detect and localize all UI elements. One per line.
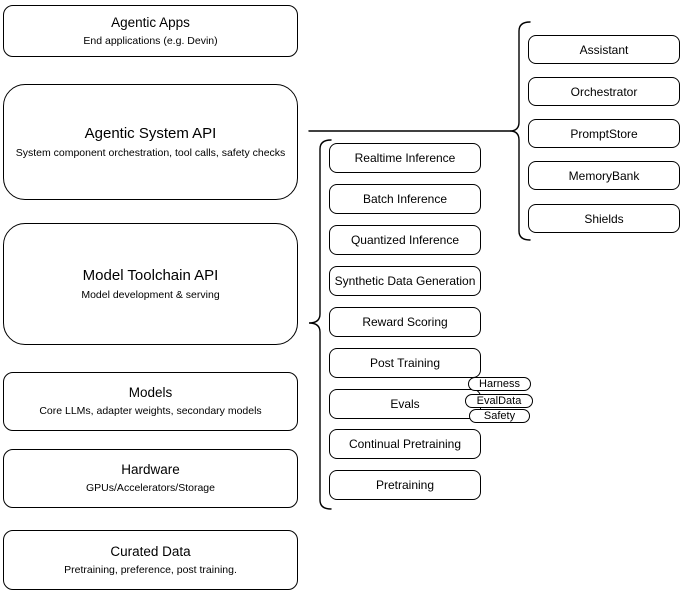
node-subtitle: System component orchestration, tool cal…	[15, 146, 286, 159]
node-subtitle: Pretraining, preference, post training.	[64, 563, 237, 576]
node-subtitle: Model development & serving	[81, 288, 220, 301]
node-hardware: Hardware GPUs/Accelerators/Storage	[3, 449, 298, 508]
node-title: Agentic Apps	[111, 14, 190, 30]
node-title: Hardware	[121, 462, 180, 477]
node-agentic-system-api: Agentic System API System component orch…	[3, 84, 298, 200]
node-pretraining: Pretraining	[329, 470, 481, 500]
node-batch-inference: Batch Inference	[329, 184, 481, 214]
tag-harness: Harness	[468, 377, 531, 391]
node-realtime-inference: Realtime Inference	[329, 143, 481, 173]
node-evals: Evals	[329, 389, 481, 419]
brace-right-column	[509, 21, 531, 241]
node-quantized-inference: Quantized Inference	[329, 225, 481, 255]
node-model-toolchain-api: Model Toolchain API Model development & …	[3, 223, 298, 345]
tag-safety: Safety	[469, 409, 530, 423]
node-title: Models	[128, 385, 173, 400]
node-curated-data: Curated Data Pretraining, preference, po…	[3, 530, 298, 590]
node-synthetic-data-generation: Synthetic Data Generation	[329, 266, 481, 296]
node-assistant: Assistant	[528, 35, 680, 64]
node-subtitle: GPUs/Accelerators/Storage	[86, 482, 215, 494]
node-continual-pretraining: Continual Pretraining	[329, 429, 481, 459]
node-title: Model Toolchain API	[82, 266, 219, 284]
node-shields: Shields	[528, 204, 680, 233]
node-models: Models Core LLMs, adapter weights, secon…	[3, 372, 298, 431]
node-agentic-apps: Agentic Apps End applications (e.g. Devi…	[3, 5, 298, 57]
node-orchestrator: Orchestrator	[528, 77, 680, 106]
brace-middle-column	[308, 139, 332, 510]
node-title: Agentic System API	[84, 124, 217, 142]
node-memorybank: MemoryBank	[528, 161, 680, 190]
node-subtitle: Core LLMs, adapter weights, secondary mo…	[39, 405, 262, 417]
node-post-training: Post Training	[329, 348, 481, 378]
node-title: Curated Data	[110, 543, 191, 559]
tag-evaldata: EvalData	[465, 394, 533, 408]
node-promptstore: PromptStore	[528, 119, 680, 148]
node-subtitle: End applications (e.g. Devin)	[83, 34, 218, 47]
node-reward-scoring: Reward Scoring	[329, 307, 481, 337]
